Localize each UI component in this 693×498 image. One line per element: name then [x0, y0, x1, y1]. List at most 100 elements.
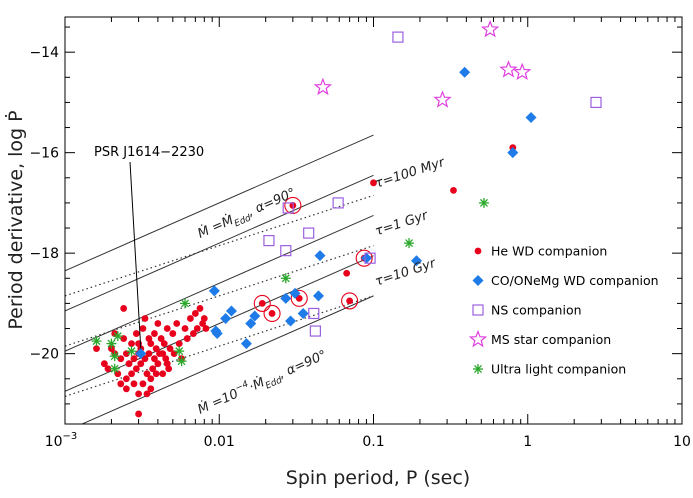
- he-wd-point: [139, 380, 147, 388]
- reference-line-label: τ=100 Myr: [373, 155, 448, 192]
- diamond-point: [135, 348, 147, 360]
- spinup-line: [65, 174, 374, 312]
- he-wd-point: [183, 335, 191, 342]
- he-wd-point: [295, 294, 303, 302]
- legend-label: MS star companion: [491, 332, 611, 347]
- he-wd-point: [130, 355, 138, 363]
- square-point: [364, 252, 376, 264]
- asterisk-point: [174, 346, 185, 357]
- x-tick-label: 10−3: [45, 431, 78, 450]
- y-axis-label: Period derivative, log Ṗ: [4, 110, 27, 329]
- he-wd-point: [193, 325, 201, 332]
- legend-label: He WD companion: [491, 244, 607, 259]
- diamond-point: [313, 290, 325, 302]
- he-wd-point: [202, 325, 210, 332]
- reference-line-label: τ=1 Gyr: [373, 208, 431, 240]
- he-wd-point: [117, 355, 125, 363]
- asterisk-point: [109, 351, 120, 362]
- star-point: [499, 60, 518, 78]
- circled-point-ring: [263, 304, 281, 323]
- square-point: [392, 31, 404, 43]
- reference-line-label: Ṁ =10−4·ṀEdd, α=90°: [195, 346, 331, 420]
- he-wd-point: [159, 370, 167, 378]
- asterisk-point: [404, 238, 415, 249]
- he-wd-point: [93, 345, 100, 353]
- y-tick-label: −14: [29, 45, 59, 61]
- spinup-line: [65, 255, 374, 392]
- data-points: [91, 19, 602, 418]
- he-wd-point: [128, 340, 135, 348]
- legend-marker: [468, 329, 488, 348]
- he-wd-point: [154, 360, 162, 368]
- he-wd-point: [100, 360, 108, 368]
- he-wd-point: [139, 325, 147, 332]
- legend-label: Ultra light companion: [491, 362, 626, 377]
- he-wd-point: [157, 335, 165, 342]
- he-wd-point: [175, 340, 183, 348]
- he-wd-point: [370, 179, 377, 187]
- star-point: [433, 90, 452, 108]
- he-wd-point: [147, 340, 155, 348]
- he-wd-point: [135, 410, 142, 418]
- he-wd-point: [132, 330, 140, 337]
- spinup-line: [80, 295, 374, 424]
- diamond-point: [285, 315, 297, 327]
- he-wd-point: [152, 370, 160, 378]
- he-wd-point: [143, 390, 151, 398]
- he-wd-point: [147, 375, 155, 383]
- square-point: [308, 307, 320, 320]
- asterisk-point: [91, 336, 102, 347]
- he-wd-point: [151, 330, 158, 337]
- y-tick-label: −16: [29, 146, 59, 162]
- he-wd-point: [108, 345, 115, 353]
- square-point: [263, 234, 275, 247]
- reference-lines: [65, 134, 374, 424]
- he-wd-point: [343, 269, 351, 277]
- he-wd-point: [122, 385, 130, 393]
- star-point: [513, 62, 532, 81]
- diamond-point: [208, 285, 220, 297]
- he-wd-point: [128, 370, 135, 378]
- asterisk-point: [126, 346, 137, 357]
- legend-marker: [472, 275, 484, 286]
- spinup-line: [65, 134, 374, 272]
- square-point: [590, 96, 602, 109]
- he-wd-point: [200, 315, 208, 322]
- he-wd-point: [114, 370, 122, 378]
- he-wd-point: [159, 350, 167, 358]
- diamond-point: [360, 252, 372, 264]
- circled-point-ring: [355, 249, 373, 267]
- square-point: [309, 325, 321, 337]
- he-wd-point: [120, 305, 128, 312]
- diamond-point: [225, 305, 237, 317]
- annotation: PSR J1614−2230: [94, 145, 204, 349]
- diamond-point: [240, 338, 252, 350]
- he-wd-point: [122, 350, 130, 358]
- diamond-point: [220, 312, 232, 324]
- annotation-label: PSR J1614−2230: [94, 145, 204, 160]
- he-wd-point: [122, 375, 130, 383]
- he-wd-point: [190, 330, 197, 337]
- he-wd-point: [163, 360, 171, 368]
- he-wd-point: [160, 340, 168, 348]
- spinup-line: [65, 215, 374, 352]
- diamond-point: [245, 318, 257, 330]
- he-wd-point: [163, 325, 171, 332]
- square-point: [332, 197, 344, 209]
- asterisk-point: [280, 273, 291, 284]
- he-wd-point: [186, 315, 194, 322]
- diamond-point: [289, 287, 301, 299]
- x-axis-label: Spin period, P (sec): [286, 467, 470, 489]
- x-tick-label: 0.1: [362, 434, 384, 450]
- diamond-point: [507, 147, 519, 159]
- legend-label: CO/ONeMg WD companion: [491, 273, 659, 288]
- x-tick-label: 0.01: [204, 434, 235, 450]
- diamond-point: [314, 250, 326, 262]
- annotation-pointer: [129, 161, 142, 349]
- diamond-point: [525, 111, 537, 123]
- star-point: [480, 19, 500, 38]
- asterisk-point: [180, 298, 191, 309]
